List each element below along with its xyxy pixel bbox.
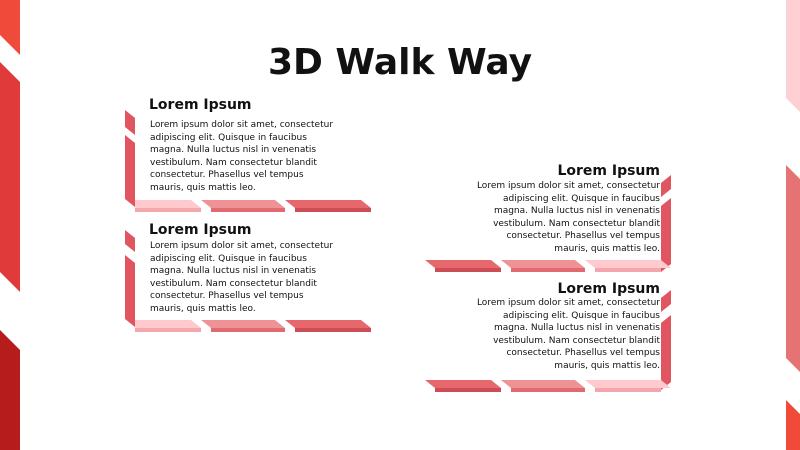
- right-stripe-top: [786, 0, 800, 112]
- right-stripe-bottom: [786, 400, 800, 450]
- walkway-3d-frame: [125, 230, 371, 332]
- block-body-text: Lorem ipsum dolor sit amet, consectetur …: [150, 120, 334, 193]
- walkway-3d-frame: [125, 110, 371, 212]
- walkway-block-top-left: Lorem Ipsum Lorem ipsum dolor sit amet, …: [125, 97, 375, 215]
- right-stripe-middle: [786, 165, 800, 372]
- left-stripe-bottom: [0, 330, 20, 450]
- block-heading: Lorem Ipsum: [557, 281, 660, 297]
- block-heading: Lorem Ipsum: [149, 222, 252, 238]
- left-stripe-top: [0, 0, 20, 55]
- block-body-text: Lorem ipsum dolor sit amet, consectetur …: [150, 241, 334, 314]
- walkway-3d-frame: [425, 175, 671, 272]
- walkway-block-bottom-right: Lorem Ipsum Lorem ipsum dolor sit amet, …: [425, 281, 675, 400]
- block-body-text: Lorem ipsum dolor sit amet, consectetur …: [476, 298, 660, 371]
- walkway-block-bottom-left: Lorem Ipsum Lorem ipsum dolor sit amet, …: [125, 222, 375, 340]
- block-heading: Lorem Ipsum: [557, 163, 660, 179]
- left-stripe-middle: [0, 62, 20, 292]
- block-heading: Lorem Ipsum: [149, 97, 252, 113]
- walkway-3d-frame: [425, 290, 671, 392]
- block-body-text: Lorem ipsum dolor sit amet, consectetur …: [476, 181, 660, 254]
- page-title: 3D Walk Way: [267, 42, 533, 83]
- walkway-block-top-right: Lorem Ipsum Lorem ipsum dolor sit amet, …: [425, 163, 675, 280]
